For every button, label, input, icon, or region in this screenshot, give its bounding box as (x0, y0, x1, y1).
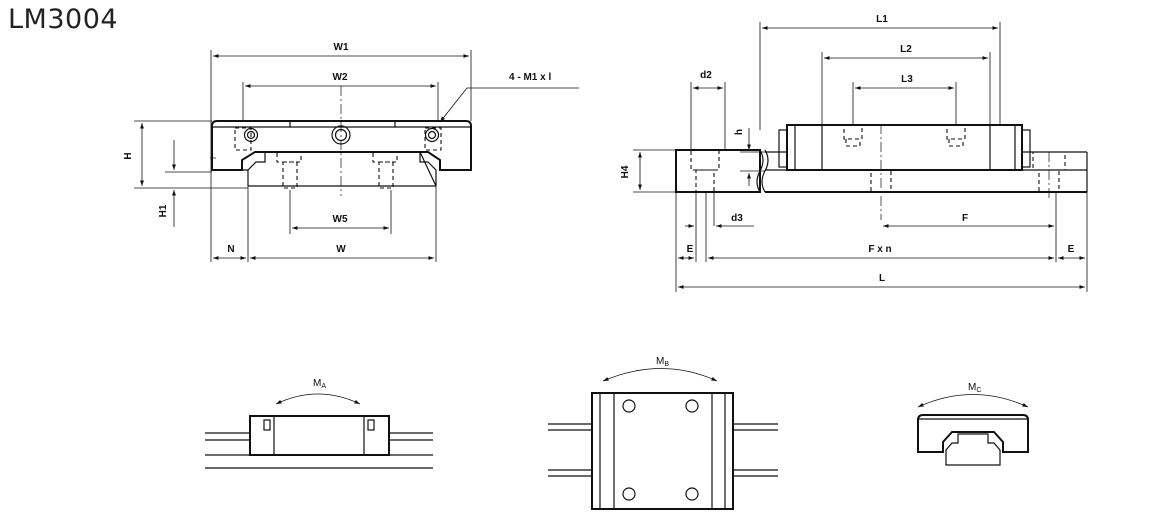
dim-bolt-label: 4 - M1 x l (509, 72, 551, 83)
dim-h-label: H (123, 152, 134, 159)
dim-e-right-label: E (1068, 244, 1075, 255)
side-carriage (778, 124, 1031, 171)
front-bolt-holes (234, 125, 442, 189)
front-rail (212, 151, 437, 187)
dim-fxn-label: F x n (868, 244, 891, 255)
dim-w5-label: W5 (333, 214, 348, 225)
svg-text:MB: MB (656, 356, 669, 368)
dim-small-h-label: h (734, 129, 745, 135)
dim-h1-label: H1 (158, 204, 169, 217)
dim-w1-label: W1 (334, 42, 349, 53)
front-view: W1 W2 4 - M1 x l H H1 W5 N W (123, 42, 579, 262)
dim-l3-label: L3 (901, 74, 913, 85)
dim-d3-label: d3 (731, 213, 743, 224)
dim-h4-label: H4 (620, 165, 631, 178)
moment-ma-label: M (313, 378, 321, 389)
moment-ma-sub: A (321, 383, 326, 390)
moment-mb-sub: B (664, 361, 669, 368)
dim-e-left-label: E (687, 244, 694, 255)
side-rail-body (765, 151, 1088, 193)
side-view: L1 L2 L3 d2 h H4 d3 F E F x n E L (620, 14, 1088, 292)
dim-l-label: L (879, 273, 885, 284)
dim-l1-label: L1 (876, 14, 888, 25)
svg-text:MC: MC (968, 382, 981, 394)
dim-f-label: F (962, 213, 968, 224)
page-title: LM3004 (8, 4, 119, 35)
svg-text:MA: MA (313, 378, 326, 390)
dim-l2-label: L2 (900, 44, 912, 55)
dim-d2-label: d2 (700, 70, 712, 81)
moment-mc-sub: C (976, 387, 981, 394)
moment-mb-label: M (656, 356, 664, 367)
moment-mc-view: MC (917, 382, 1029, 466)
front-carriage (211, 120, 472, 171)
moment-mb-view: MB (548, 356, 778, 510)
dim-w-label: W (336, 244, 346, 255)
moment-ma-view: MA (205, 378, 433, 469)
dim-n-label: N (227, 244, 234, 255)
moment-mc-label: M (968, 382, 976, 393)
dim-w2-label: W2 (333, 72, 348, 83)
